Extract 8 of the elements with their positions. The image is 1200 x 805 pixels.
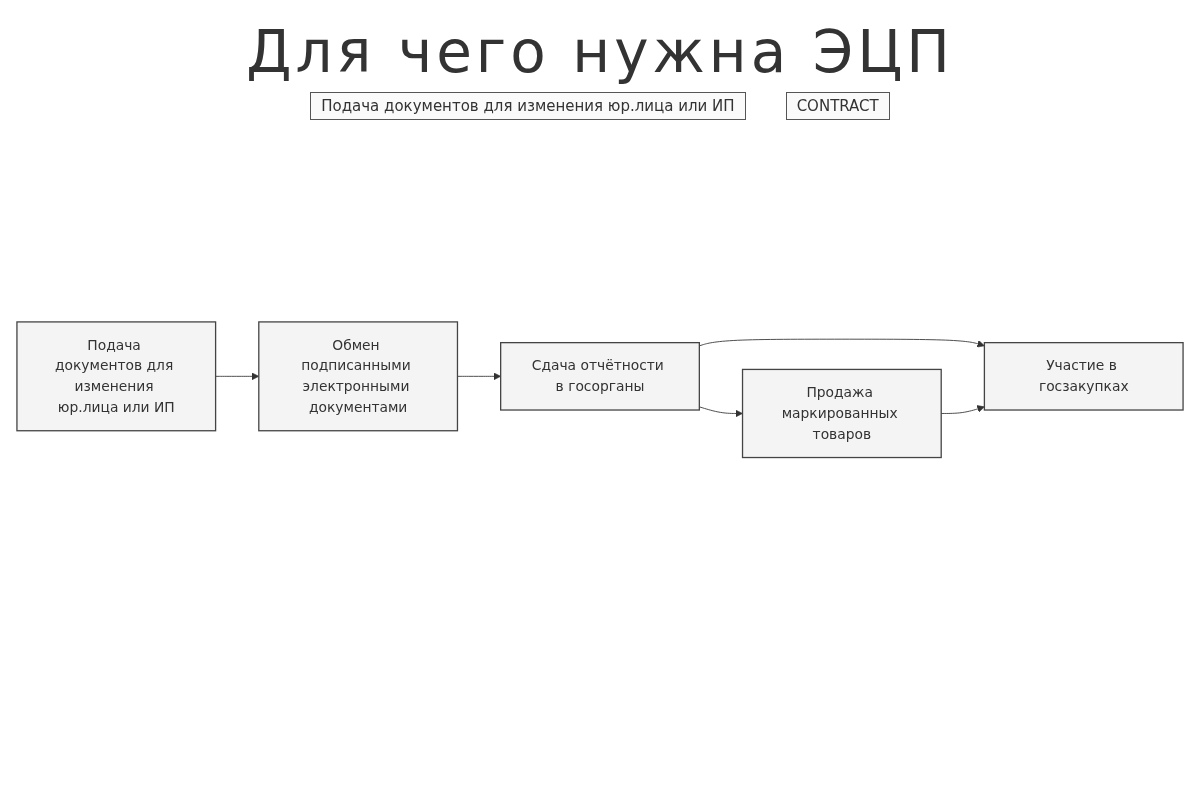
node-box: Обмен подписанными электронными документами [258,321,459,432]
node-box: Участие в госзакупках [983,342,1184,411]
sign-text: CONTRACT [785,92,890,120]
node-box: Подача документов для изменения юр.лица или ИП [16,321,217,432]
title: Для чего нужна ЭЦП [245,18,955,86]
node-box: Продажа маркированных товаров [741,369,942,459]
sign-text: Подача документов для изменения юр.лица или ИП [310,92,746,120]
node-box: Сдача отчётности в госорганы [500,342,700,411]
